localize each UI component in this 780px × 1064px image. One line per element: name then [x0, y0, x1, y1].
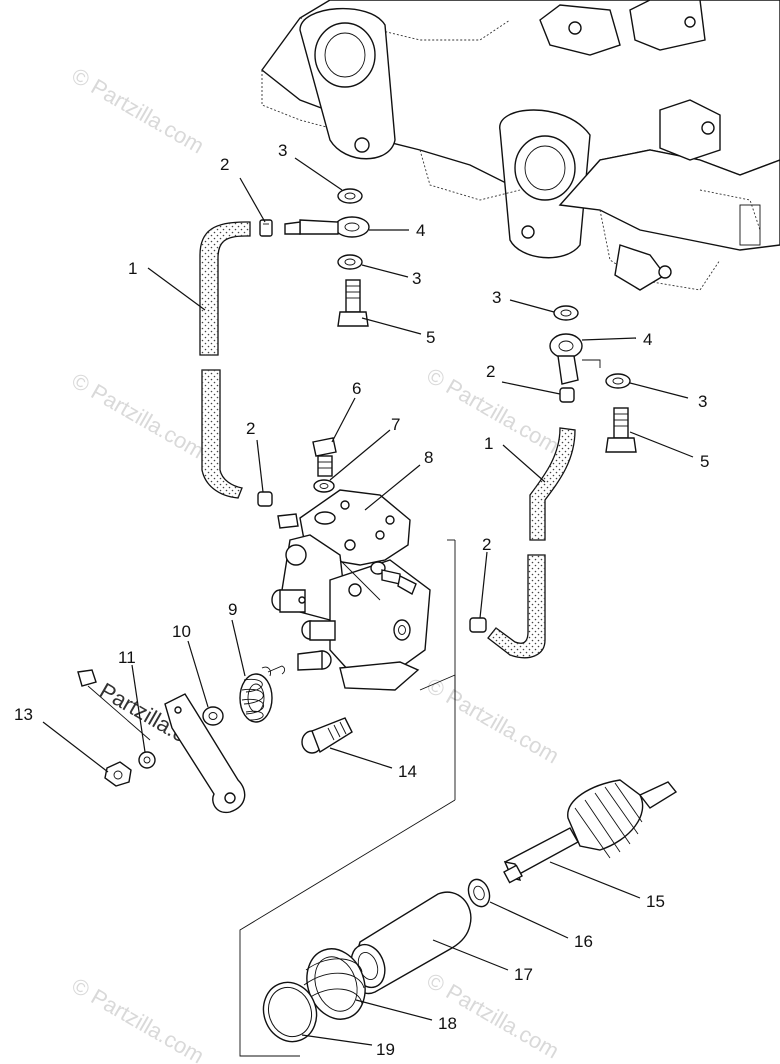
banjo-fitting [284, 216, 370, 238]
hose-clamp [469, 617, 487, 633]
washer [337, 254, 363, 270]
callout-9: 9 [228, 600, 237, 619]
pump-lever [164, 693, 246, 814]
banjo-fitting [549, 333, 601, 385]
callout-5: 5 [426, 328, 435, 347]
washer [337, 188, 363, 204]
callout-3: 3 [412, 269, 421, 288]
callout-5: 5 [700, 452, 709, 471]
pump-lever-bolt [77, 669, 151, 741]
callout-4: 4 [643, 330, 652, 349]
right-banjo-assembly [549, 305, 637, 453]
callout-18: 18 [438, 1014, 457, 1033]
oil-hose-left [199, 221, 251, 499]
watermark: © Partzilla.com [68, 63, 209, 159]
banjo-bolt [337, 279, 369, 327]
callout-1: 1 [484, 434, 493, 453]
callout-2: 2 [246, 419, 255, 438]
oil-hose-right [487, 427, 576, 659]
callout-10: 10 [172, 622, 191, 641]
callout-8: 8 [424, 448, 433, 467]
lock-washer [138, 751, 156, 769]
callout-labels: 1 1 2 2 2 2 3 3 3 3 4 4 5 5 6 7 8 9 10 1… [14, 141, 709, 1059]
pump-mount-bolt [301, 717, 353, 754]
drive-group-bracket [239, 539, 456, 1057]
return-spring [239, 665, 286, 723]
watermark: © Partzilla.com [68, 973, 209, 1064]
callout-6: 6 [352, 379, 361, 398]
callout-13: 13 [14, 705, 33, 724]
drive-gear-washer [467, 878, 491, 908]
drive-gear-spring [303, 948, 366, 1020]
callout-14: 14 [398, 762, 417, 781]
left-banjo-assembly [259, 188, 370, 327]
callout-2: 2 [486, 362, 495, 381]
lever-nut [104, 761, 132, 787]
callout-3: 3 [698, 392, 707, 411]
washer [605, 373, 631, 389]
pump-washer [313, 479, 335, 493]
callout-11: 11 [118, 648, 136, 667]
leader-lines [42, 157, 694, 1046]
washer [553, 305, 579, 321]
callout-2: 2 [482, 535, 491, 554]
drive-gear-shaft [503, 779, 678, 884]
hose-clamp [257, 491, 273, 507]
callout-3: 3 [278, 141, 287, 160]
callout-15: 15 [646, 892, 665, 911]
callout-3: 3 [492, 288, 501, 307]
engine-cylinder-case [261, 0, 780, 291]
watermark: © Partzilla.com [423, 673, 564, 769]
callout-1: 1 [128, 259, 137, 278]
oil-pump [271, 437, 431, 691]
callout-7: 7 [391, 415, 400, 434]
hose-clamp [559, 387, 575, 403]
banjo-bolt [605, 407, 637, 453]
watermark: © Partzilla.com [68, 368, 209, 464]
callout-16: 16 [574, 932, 593, 951]
pump-washer-10 [202, 706, 224, 726]
o-ring [262, 981, 318, 1043]
pump-screw [312, 437, 337, 477]
callout-2: 2 [220, 155, 229, 174]
hose-clamp [259, 219, 273, 237]
callout-19: 19 [376, 1040, 395, 1059]
callout-4: 4 [416, 221, 425, 240]
callout-17: 17 [514, 965, 533, 984]
